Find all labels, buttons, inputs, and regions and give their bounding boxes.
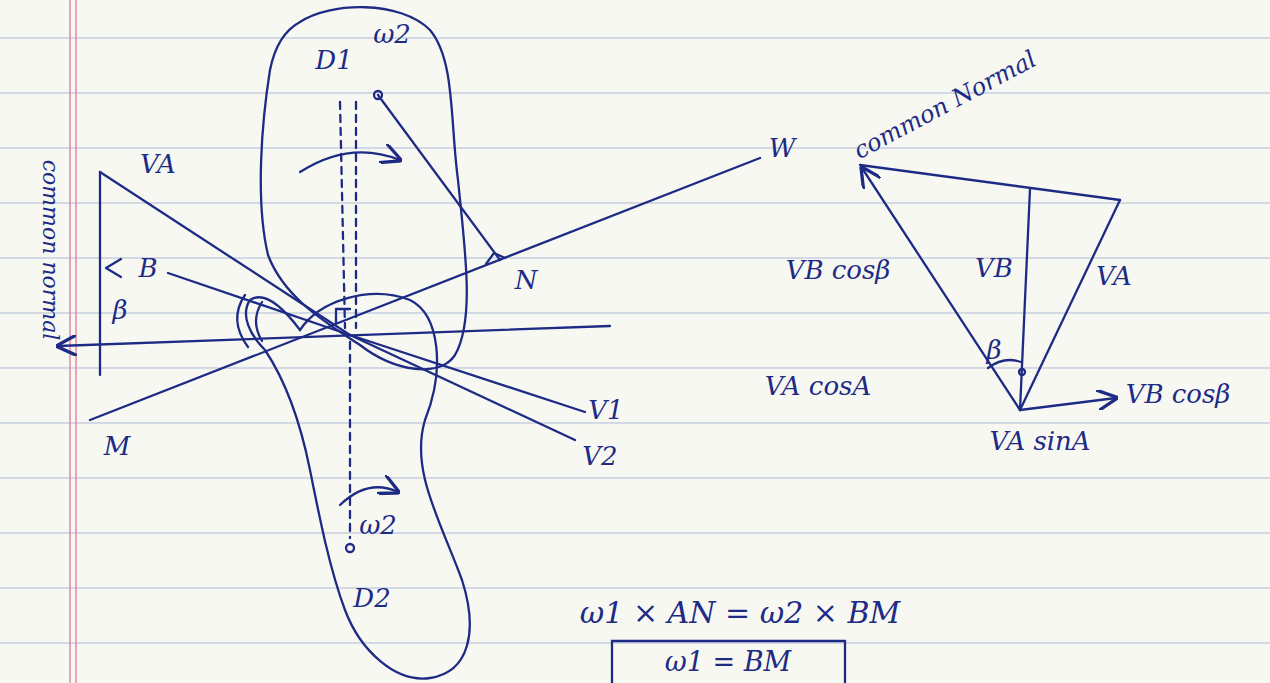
vector-label: VB bbox=[975, 254, 1013, 283]
body-outline: ω2D2 bbox=[230, 280, 480, 683]
angle-label: β bbox=[986, 336, 1001, 365]
ruled-line bbox=[0, 478, 1270, 479]
point bbox=[1019, 369, 1025, 375]
ruled-line bbox=[0, 38, 1270, 39]
body-outline-path bbox=[261, 7, 467, 369]
triangle-side bbox=[860, 165, 1120, 200]
point-label: M bbox=[104, 432, 131, 461]
box-outline bbox=[612, 641, 845, 683]
vector-label: V1 bbox=[588, 396, 623, 425]
arrow-head bbox=[106, 259, 121, 277]
vector-label: V2 bbox=[582, 442, 617, 471]
ruled-line bbox=[0, 533, 1270, 534]
common-tangent bbox=[90, 158, 760, 420]
point-label: W bbox=[769, 134, 796, 163]
velocity-triangle bbox=[860, 165, 1120, 410]
ruled-lines bbox=[0, 38, 1270, 643]
outline-shape bbox=[230, 280, 480, 683]
answer-box bbox=[612, 641, 845, 683]
component-line bbox=[99, 172, 101, 375]
ruled-line bbox=[0, 643, 1270, 644]
right-angle-mark bbox=[486, 253, 505, 264]
vector-label: VA bbox=[140, 150, 176, 179]
ruled-line bbox=[0, 203, 1270, 204]
velocity-vector bbox=[1020, 189, 1030, 410]
velocity-line bbox=[350, 335, 575, 440]
ruled-line bbox=[0, 588, 1270, 589]
perpendicular-line bbox=[378, 95, 500, 260]
ruled-line bbox=[0, 423, 1270, 424]
right-angle-mark bbox=[336, 309, 350, 323]
body-label: ω2 bbox=[359, 511, 397, 540]
component-label: VA sinA bbox=[989, 427, 1090, 456]
velocity-vector bbox=[1020, 200, 1120, 410]
body-label: D1 bbox=[315, 46, 352, 75]
vector-label: VA bbox=[1096, 262, 1132, 291]
ruled-line bbox=[0, 368, 1270, 369]
component-label: VB cosβ bbox=[1126, 380, 1231, 409]
rotation-arrow bbox=[300, 152, 400, 172]
outline-shape bbox=[250, 0, 480, 385]
body-outline-path bbox=[246, 294, 470, 678]
velocity-line bbox=[168, 273, 350, 335]
point-label: N bbox=[515, 266, 538, 295]
ruled-line bbox=[0, 93, 1270, 94]
velocity-line bbox=[350, 335, 585, 412]
centre-point bbox=[346, 544, 354, 552]
centre-point bbox=[374, 91, 382, 99]
axis-label: common normal bbox=[38, 160, 62, 341]
equation: ω1 = BM bbox=[665, 647, 791, 677]
dashed-line bbox=[355, 102, 357, 328]
component-label: VA cosA bbox=[765, 372, 871, 401]
common-normal-arrow bbox=[862, 168, 1020, 410]
margin-line bbox=[75, 0, 77, 683]
angle-label: β bbox=[112, 296, 127, 325]
axis-label: common Normal bbox=[849, 46, 1040, 164]
rotation-arrow bbox=[340, 487, 398, 505]
ruled-line bbox=[0, 313, 1270, 314]
component-arrow bbox=[1020, 398, 1116, 410]
component-label: VB cosβ bbox=[786, 256, 891, 285]
ruled-line bbox=[0, 148, 1270, 149]
body-outline: D1 ω2 bbox=[250, 0, 480, 385]
angle-arc bbox=[256, 302, 262, 341]
dashed-line bbox=[349, 342, 351, 538]
body-label: ω2 bbox=[373, 20, 411, 49]
contact-drawing bbox=[58, 91, 760, 552]
body-label: D2 bbox=[353, 584, 390, 613]
equation: ω1 × AN = ω2 × BM bbox=[580, 596, 900, 629]
dashed-line bbox=[340, 102, 345, 328]
velocity-line bbox=[100, 172, 350, 335]
point-label: B bbox=[138, 254, 157, 283]
margin-line bbox=[69, 0, 71, 683]
ruled-line bbox=[0, 258, 1270, 259]
